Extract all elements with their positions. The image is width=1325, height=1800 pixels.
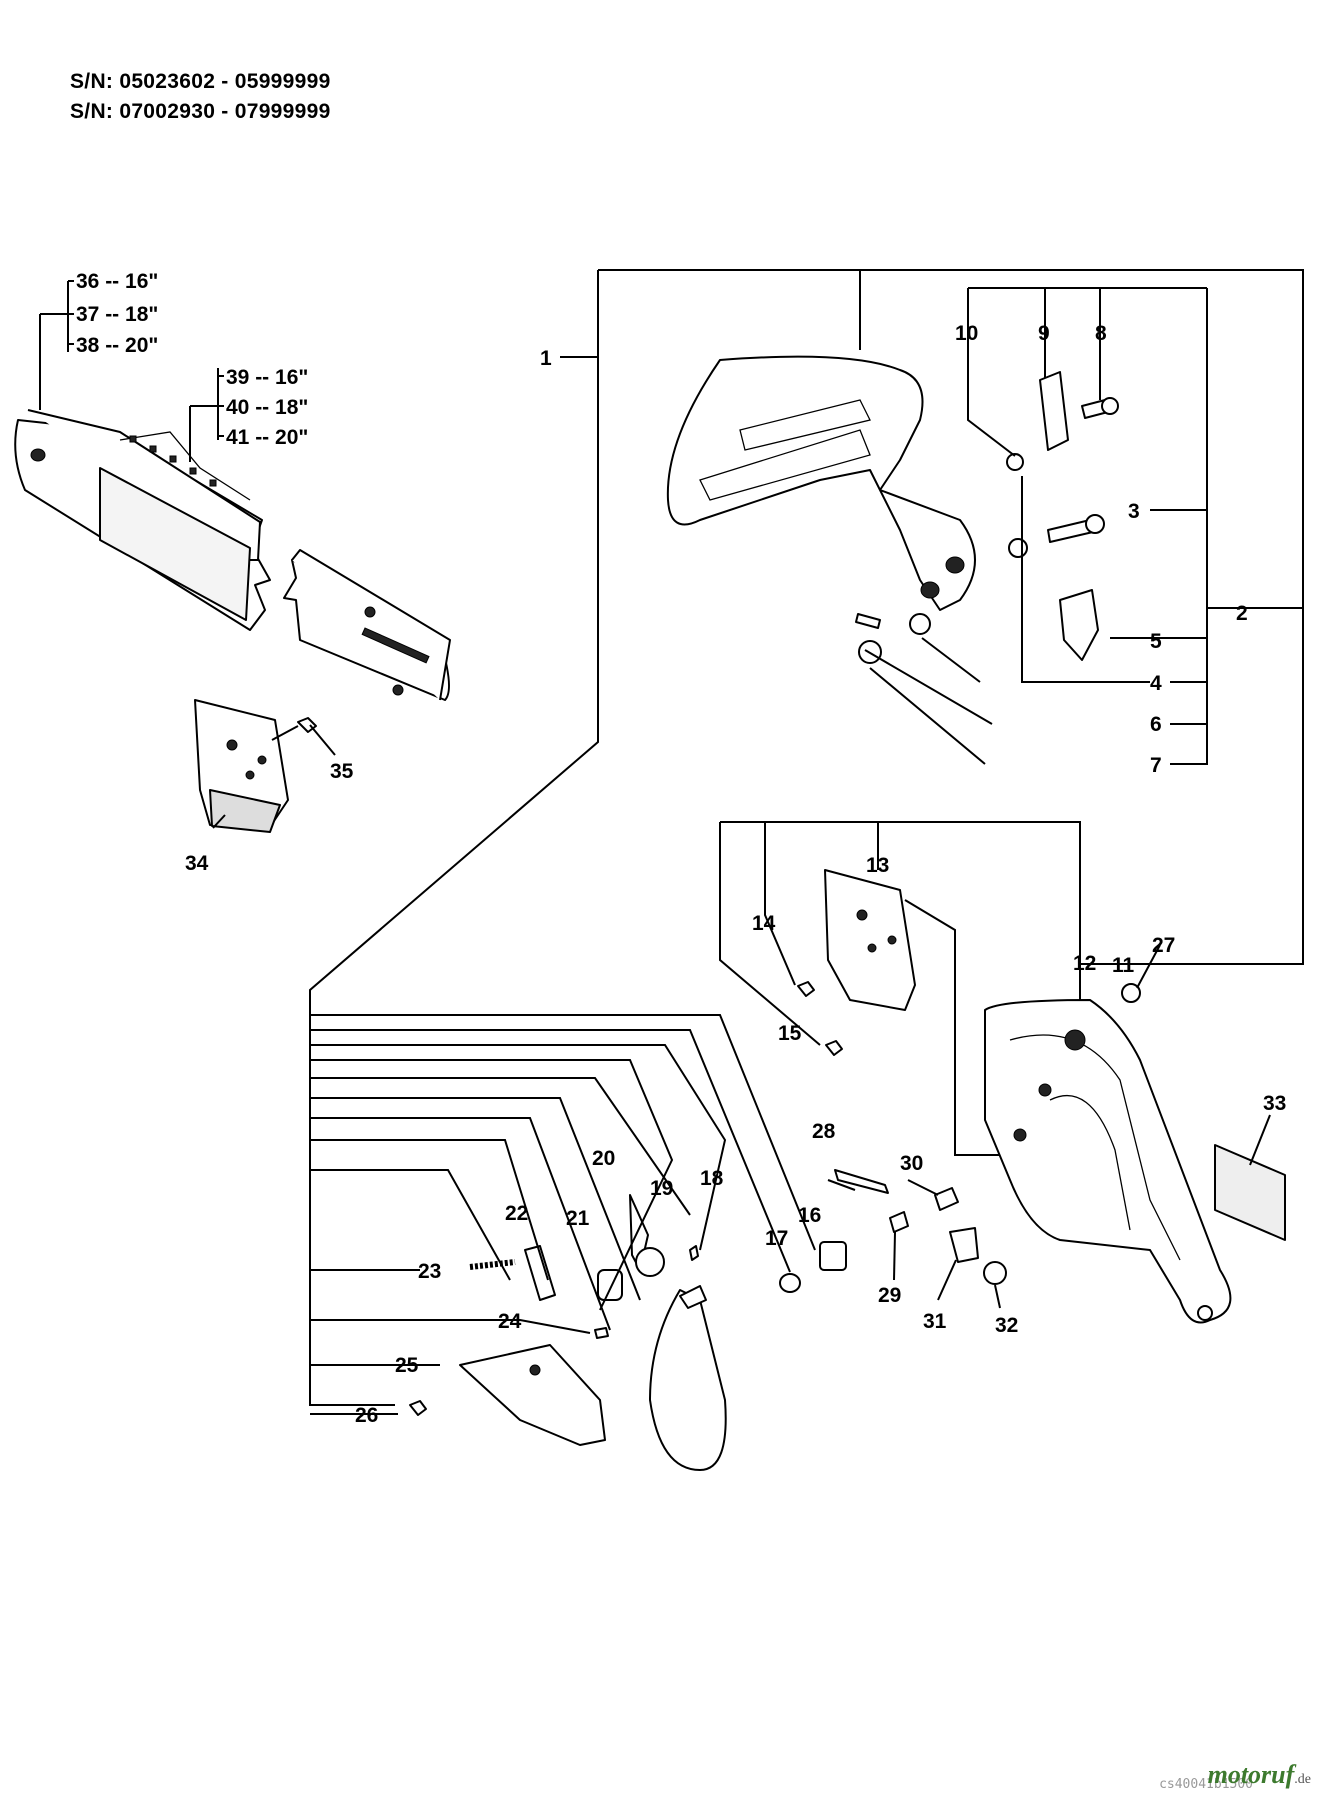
chain-size-16: 39 -- 16" xyxy=(226,366,308,389)
callout-9: 9 xyxy=(1038,322,1050,345)
callout-21: 21 xyxy=(566,1207,590,1230)
inner-plate-illustration xyxy=(797,869,916,1056)
callout-12: 12 xyxy=(1073,952,1096,975)
callout-29: 29 xyxy=(878,1284,901,1307)
guide-bar-illustration xyxy=(14,409,451,701)
callout-22: 22 xyxy=(505,1202,528,1225)
callout-31: 31 xyxy=(923,1310,947,1333)
callout-1: 1 xyxy=(540,347,552,370)
serial-range-1: S/N: 05023602 - 05999999 xyxy=(70,70,331,93)
callout-30: 30 xyxy=(900,1152,923,1175)
logo-brand: motoruf xyxy=(1207,1760,1295,1789)
callout-11: 11 xyxy=(1112,954,1135,977)
callout-4: 4 xyxy=(1150,672,1162,695)
callout-14: 14 xyxy=(752,912,776,935)
callout-34: 34 xyxy=(185,852,209,875)
callout-27: 27 xyxy=(1152,934,1175,957)
callout-10: 10 xyxy=(955,322,978,345)
callout-labels: 1 2 3 4 5 6 7 8 9 10 11 12 13 14 15 16 1… xyxy=(185,322,1286,1427)
callout-20: 20 xyxy=(592,1147,615,1170)
callout-25: 25 xyxy=(395,1354,419,1377)
bar-size-20: 38 -- 20" xyxy=(76,334,158,357)
callout-13: 13 xyxy=(866,854,889,877)
chain-size-18: 40 -- 18" xyxy=(226,396,308,419)
callout-6: 6 xyxy=(1150,713,1162,736)
callout-33: 33 xyxy=(1263,1092,1286,1115)
chain-size-20: 41 -- 20" xyxy=(226,426,308,449)
logo-tld: .de xyxy=(1294,1772,1311,1787)
callout-23: 23 xyxy=(418,1260,441,1283)
callout-19: 19 xyxy=(650,1177,673,1200)
callout-7: 7 xyxy=(1150,754,1162,777)
image-code: cs40041b1500 xyxy=(1159,1777,1253,1792)
callout-3: 3 xyxy=(1128,500,1140,523)
callout-26: 26 xyxy=(355,1404,378,1427)
chain-size-legend: 39 -- 16" 40 -- 18" 41 -- 20" xyxy=(189,366,308,462)
serial-range-2: S/N: 07002930 - 07999999 xyxy=(70,100,331,123)
bar-size-16: 36 -- 16" xyxy=(76,270,158,293)
bar-size-legend: 36 -- 16" 37 -- 18" 38 -- 20" xyxy=(39,270,158,410)
callout-24: 24 xyxy=(498,1310,522,1333)
callout-16: 16 xyxy=(798,1204,821,1227)
callout-28: 28 xyxy=(812,1120,836,1143)
clutch-cover-illustration xyxy=(984,999,1232,1324)
callout-15: 15 xyxy=(778,1022,802,1045)
hand-guard-illustration xyxy=(666,355,976,611)
callout-18: 18 xyxy=(700,1167,724,1190)
callout-2: 2 xyxy=(1236,602,1248,625)
callout-8: 8 xyxy=(1095,322,1107,345)
leader-lines xyxy=(212,269,1304,1415)
callout-35: 35 xyxy=(330,760,354,783)
callout-32: 32 xyxy=(995,1314,1018,1337)
logo: motoruf.de xyxy=(1208,1760,1311,1790)
bar-plate-illustration xyxy=(194,699,317,833)
bar-size-18: 37 -- 18" xyxy=(76,303,158,326)
callout-17: 17 xyxy=(765,1227,788,1250)
small-parts-illustration xyxy=(409,983,1286,1471)
callout-5: 5 xyxy=(1150,630,1162,653)
